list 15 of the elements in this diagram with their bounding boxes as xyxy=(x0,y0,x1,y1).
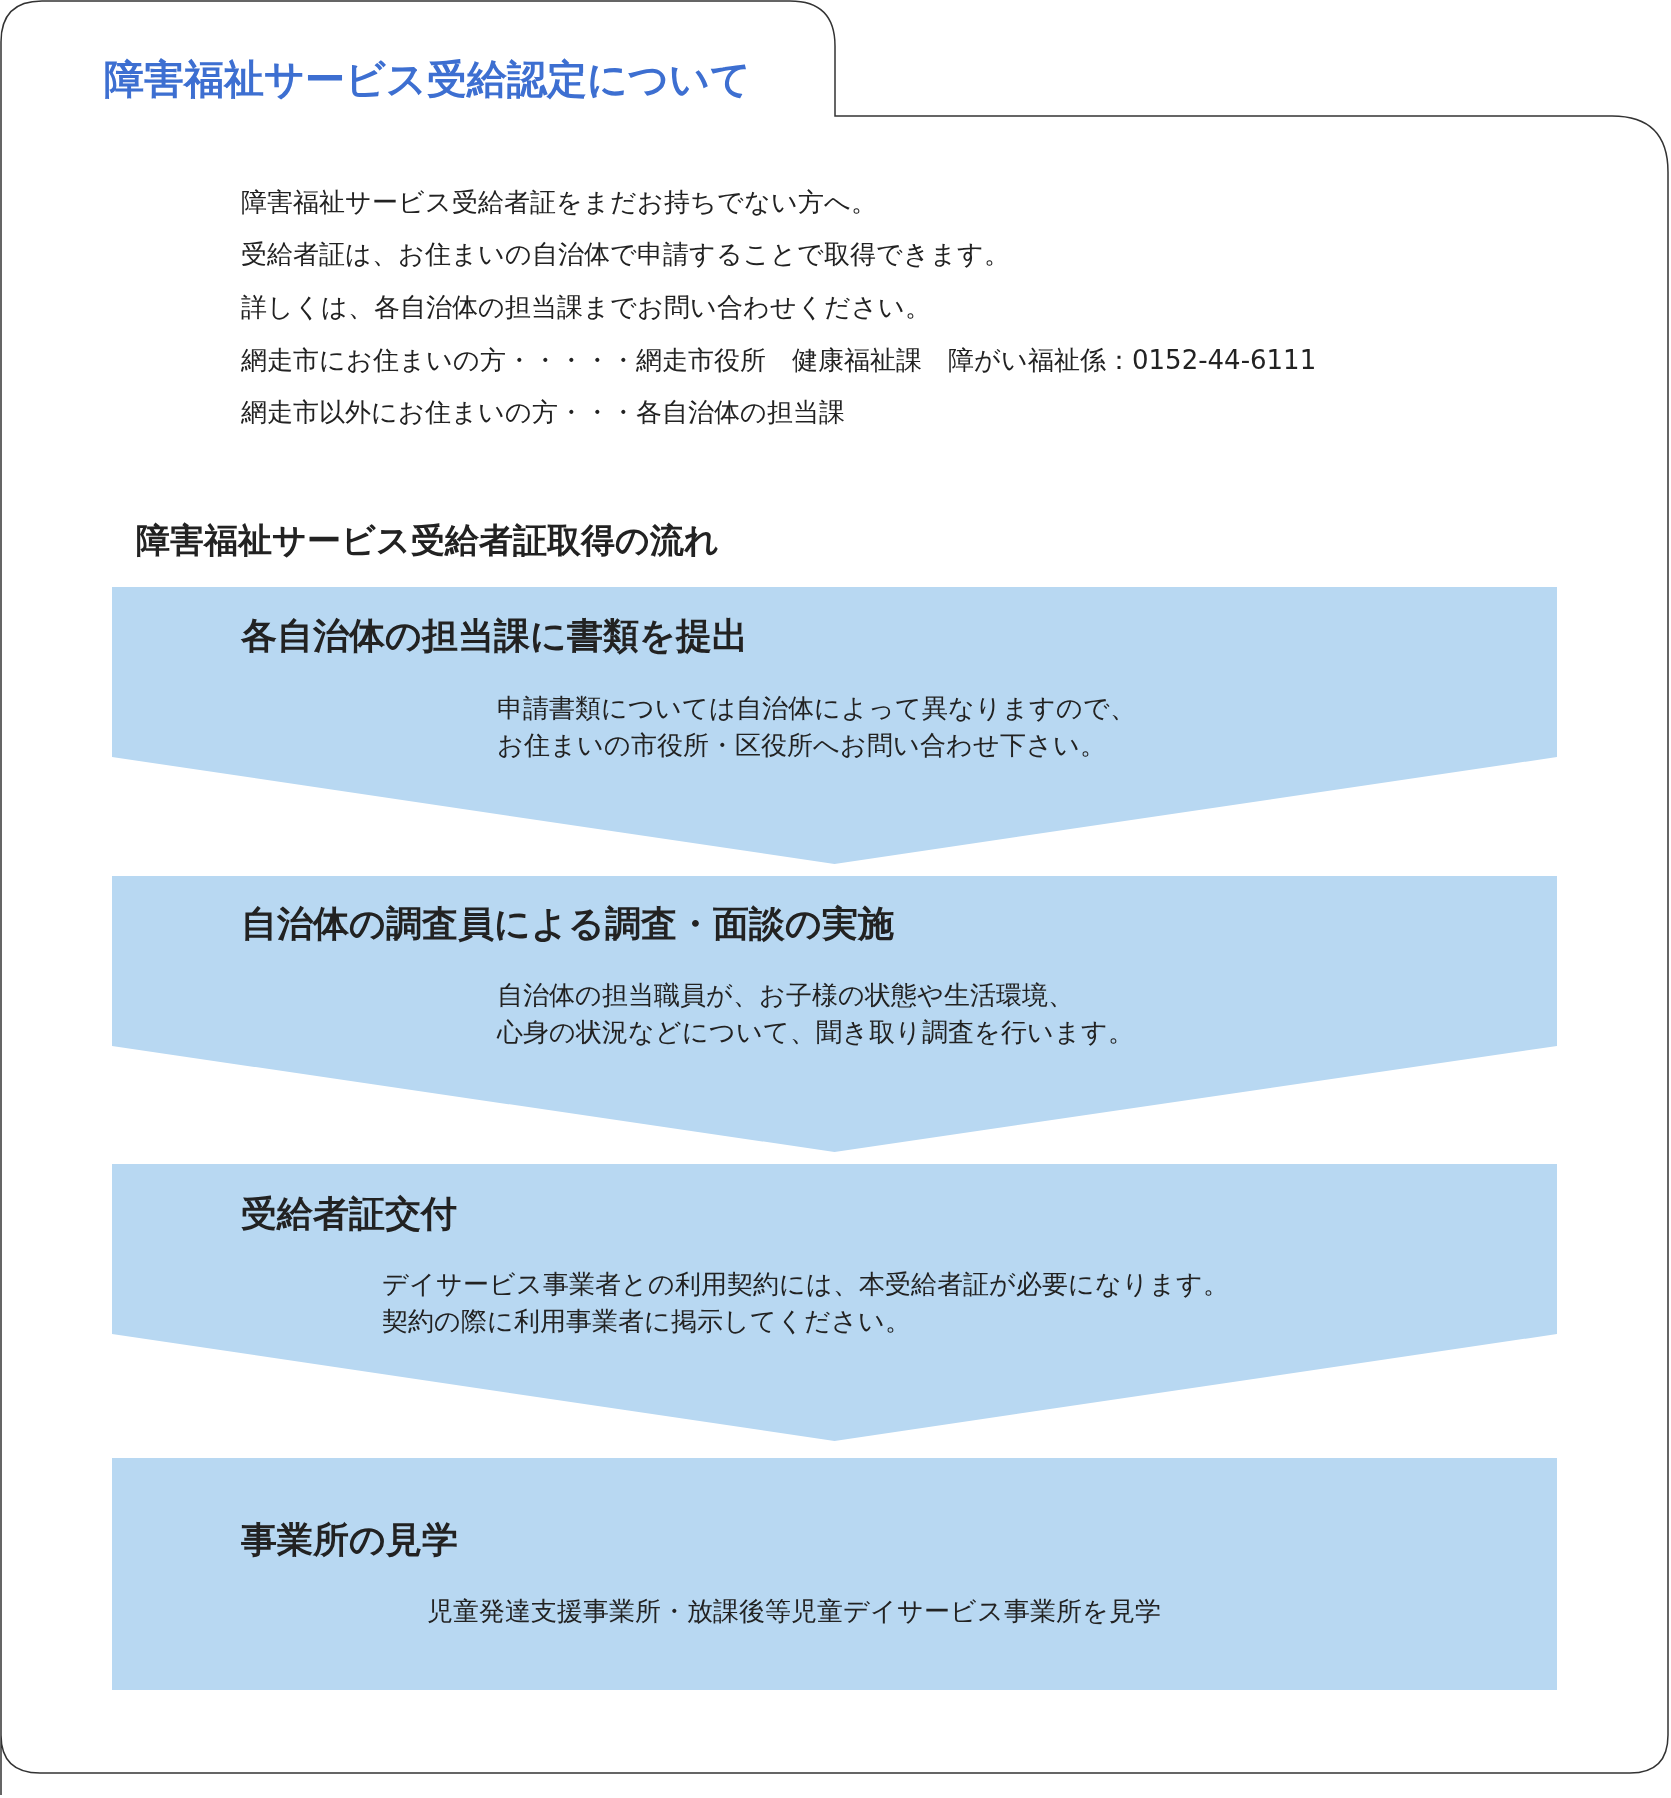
intro-text: 詳しくは、各自治体の担当課までお問い合わせください。 xyxy=(241,291,931,324)
step-heading: 事業所の見学 xyxy=(241,1518,458,1562)
step-description: デイサービス事業者との利用契約には、本受給者証が必要になります。契約の際に利用事業者に掲示してください。 xyxy=(382,1268,1229,1338)
section-heading: 障害福祉サービス受給者証取得の流れ xyxy=(136,519,719,562)
step-description: 児童発達支援事業所・放課後等児童デイサービス事業所を見学 xyxy=(427,1595,1161,1628)
step-description: 申請書類については自治体によって異なりますので、お住まいの市役所・区役所へお問い合わせ下さい。 xyxy=(497,692,1136,762)
contact-text: 網走市以外にお住まいの方・・・各自治体の担当課 xyxy=(241,396,845,429)
page-title: 障害福祉サービス受給認定について xyxy=(104,55,751,104)
step-heading: 各自治体の担当課に書類を提出 xyxy=(241,614,748,658)
intro-text: 受給者証は、お住まいの自治体で申請することで取得できます。 xyxy=(241,238,1010,271)
step-description: 自治体の担当職員が、お子様の状態や生活環境、心身の状況などについて、聞き取り調査を行います。 xyxy=(497,979,1134,1049)
step-heading: 自治体の調査員による調査・面談の実施 xyxy=(241,902,894,946)
contact-text: 網走市にお住まいの方・・・・・網走市役所 健康福祉課 障がい福祉係：0152-44-6111 xyxy=(241,344,1317,377)
step-heading: 受給者証交付 xyxy=(241,1192,457,1236)
intro-text: 障害福祉サービス受給者証をまだお持ちでない方へ。 xyxy=(241,186,877,219)
